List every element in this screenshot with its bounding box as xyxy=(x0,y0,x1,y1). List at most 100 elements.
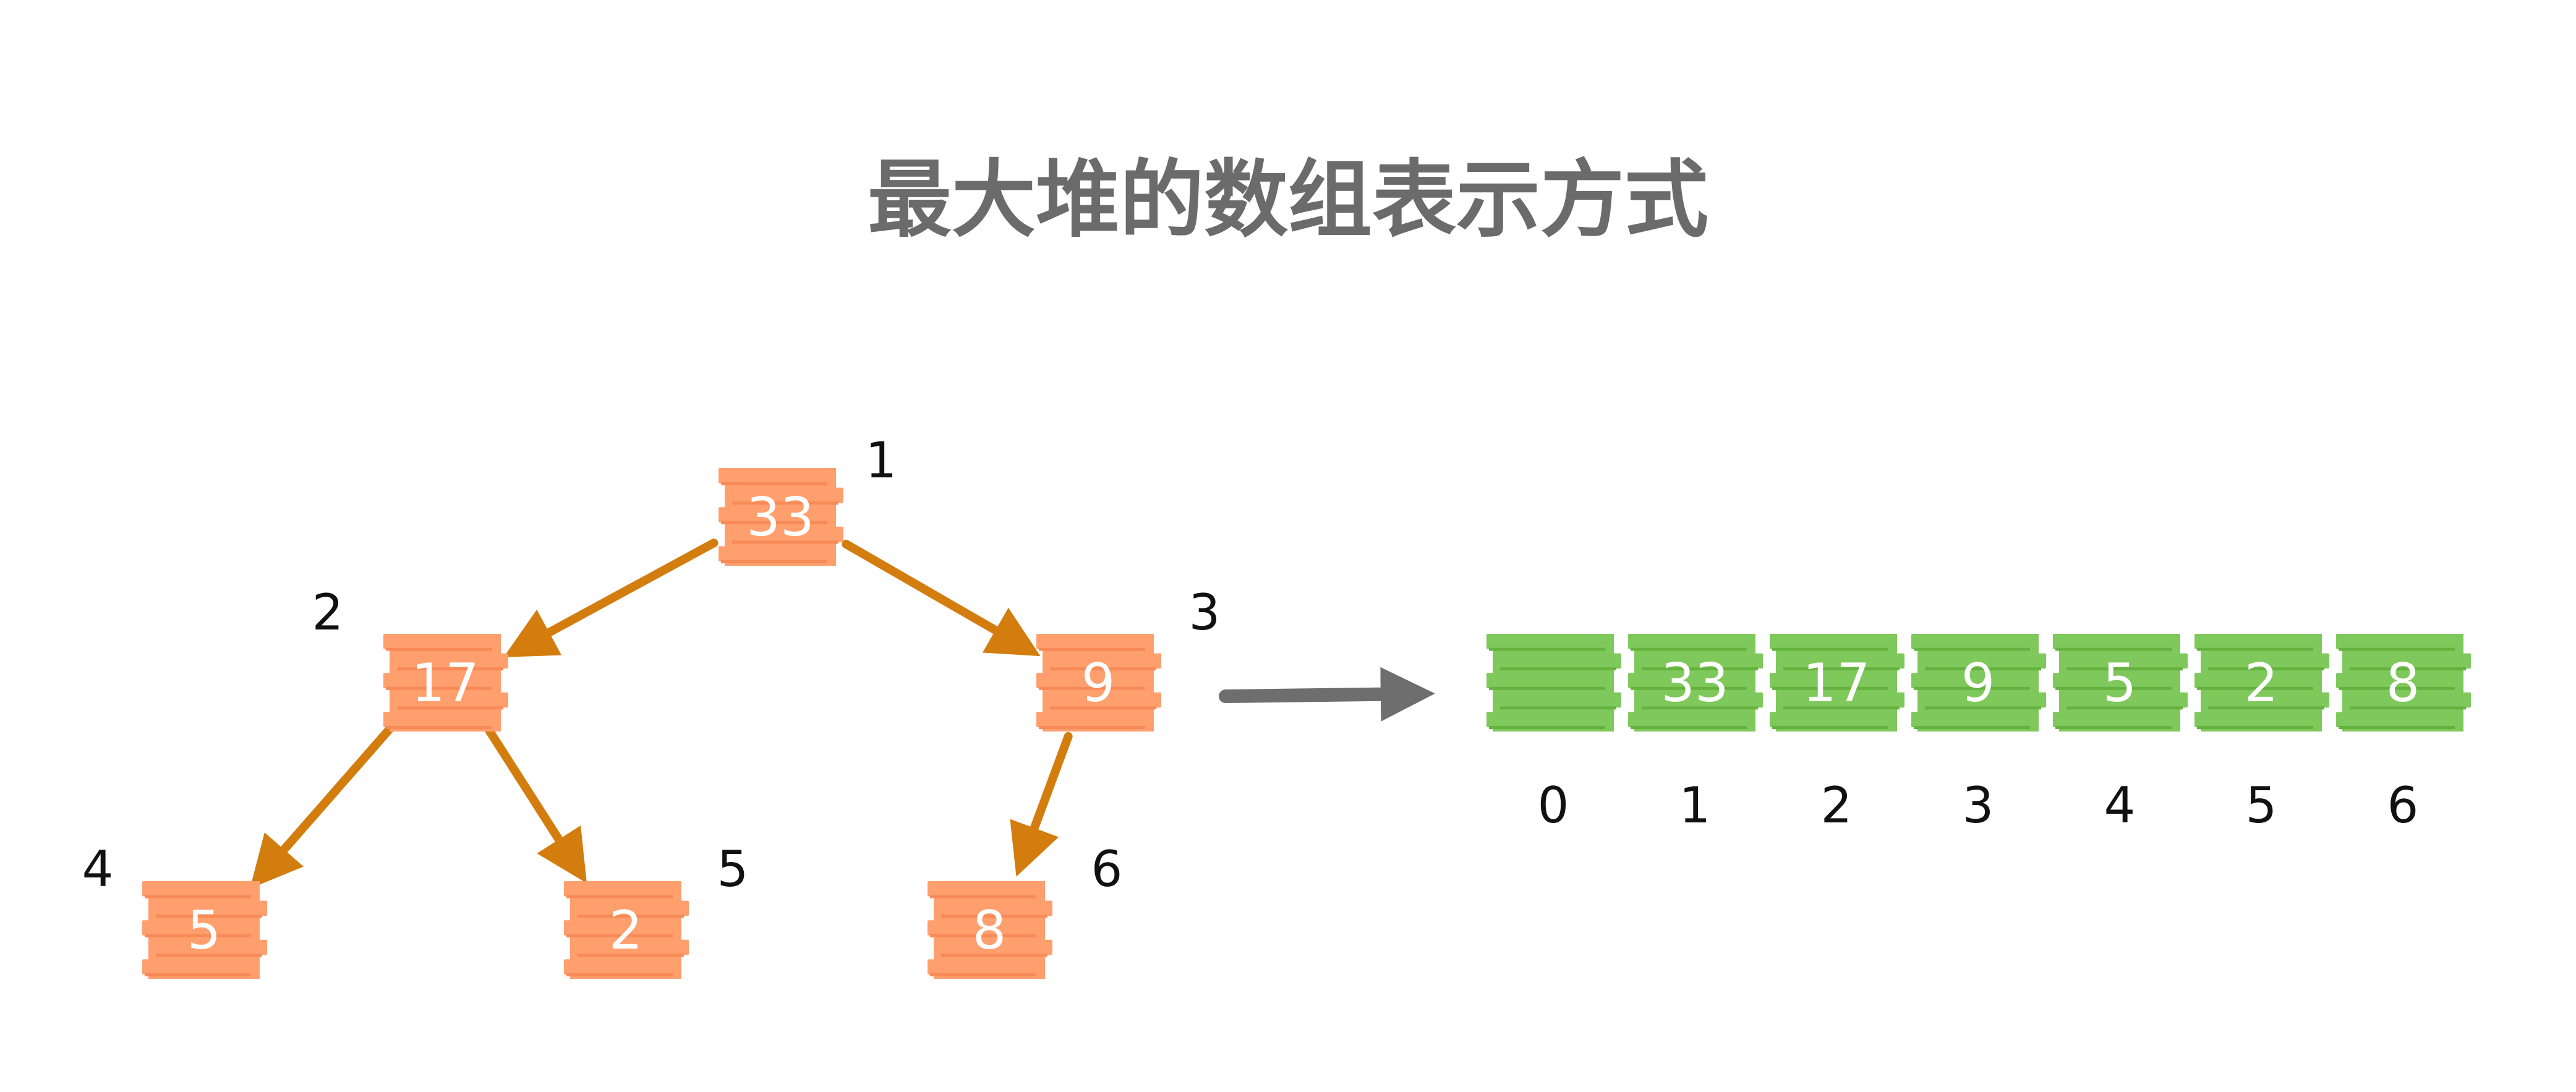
tree-node-5-stripe xyxy=(564,881,678,897)
array-cell-4-stripe xyxy=(2064,653,2188,669)
tree-node-4-index: 4 xyxy=(82,840,114,898)
array-cell-5-stripe-line xyxy=(2197,647,2313,651)
tree-node-6-stripe-line xyxy=(941,915,1047,918)
array-cell-1-stripe xyxy=(1628,673,1752,688)
tree-node-3-stripe xyxy=(1047,653,1161,669)
array-cell-5-stripe xyxy=(2194,712,2318,727)
tree-node-2-stripe-line xyxy=(397,667,503,671)
array-cell-3-stripe-line xyxy=(1925,706,2041,710)
array-index-1: 1 xyxy=(1679,777,1711,834)
tree-node-6-stripe xyxy=(939,900,1052,916)
array-cell-5-stripe xyxy=(2194,634,2318,649)
tree-node-4-stripe xyxy=(142,881,256,897)
array-cell-5-stripe-line xyxy=(2197,726,2313,729)
tree-node-3-value: 9 xyxy=(1081,652,1115,714)
array-cell-2-stripe-line xyxy=(1772,726,1888,729)
tree-node-2-stripe xyxy=(395,692,508,708)
array-cell-0-stripe xyxy=(1498,653,1621,669)
array-cell-6: 8 xyxy=(2336,634,2471,732)
array-index-3: 3 xyxy=(1963,777,1994,834)
tree-edge-3-6 xyxy=(1010,732,1073,877)
tree-node-5: 2 xyxy=(564,881,689,979)
tree-node-4-stripe-line xyxy=(156,953,262,957)
array-cell-5-stripe-line xyxy=(2197,686,2313,690)
array-cell-4-stripe xyxy=(2064,692,2188,708)
array-cell-2-stripe xyxy=(1781,653,1904,669)
array-cell-1-stripe-line xyxy=(1631,686,1747,690)
tree-edge-2-5 xyxy=(484,725,587,884)
tree-node-3-stripe xyxy=(1047,692,1161,708)
page-title: 最大堆的数组表示方式 xyxy=(868,151,1708,249)
array-cell-3-stripe xyxy=(1922,653,2046,669)
array-cell-3: 9 xyxy=(1911,634,2046,732)
array-cell-4-stripe-line xyxy=(2055,647,2172,651)
array-cell-6-stripe xyxy=(2347,692,2471,708)
array-cell-5-stripe-line xyxy=(2208,667,2324,671)
array-cell-3-stripe xyxy=(1911,712,2035,727)
tree-node-4-stripe xyxy=(153,939,267,955)
tree-node-2-stripe-line xyxy=(386,686,492,690)
array-cell-5-stripe xyxy=(2206,653,2329,669)
tree-node-4: 5 xyxy=(142,881,267,979)
tree-edges xyxy=(250,539,1073,889)
tree-node-4-stripe xyxy=(153,900,267,916)
array-cell-3-value: 9 xyxy=(1961,652,1995,714)
array-cell-0-stripe-line xyxy=(1489,726,1605,729)
array-cell-4-stripe-line xyxy=(2055,726,2172,729)
array-cell-5-stripe xyxy=(2206,692,2329,708)
array-cell-2-stripe-line xyxy=(1772,647,1888,651)
array-cell-2-stripe xyxy=(1770,712,1893,727)
array-cell-4-stripe-line xyxy=(2066,706,2183,710)
array-cell-0-stripe-line xyxy=(1489,686,1605,690)
tree-node-6-stripe xyxy=(928,881,1041,897)
tree-node-5-value: 2 xyxy=(609,900,643,962)
array-cell-1-stripe-line xyxy=(1642,706,1758,710)
tree-node-4-stripe-line xyxy=(145,934,251,937)
tree-node-5-stripe-line xyxy=(578,915,684,918)
tree-node-5-index: 5 xyxy=(717,840,749,898)
array-index-5: 5 xyxy=(2246,777,2277,834)
tree-node-5-stripe-line xyxy=(578,953,684,957)
array-cell-5-stripe-line xyxy=(2208,706,2324,710)
array-cell-1: 33 xyxy=(1628,634,1763,732)
tree-node-5-stripe-line xyxy=(566,934,673,937)
array-cell-2-stripe xyxy=(1781,692,1904,708)
array-cell-4-stripe-line xyxy=(2055,686,2172,690)
array-cell-6-stripe-line xyxy=(2339,647,2455,651)
array-cell-1-stripe-line xyxy=(1631,726,1747,729)
array-index-4: 4 xyxy=(2104,777,2136,834)
array-cell-4-stripe xyxy=(2053,634,2177,649)
tree-node-3-index: 3 xyxy=(1189,584,1221,641)
array-cell-0-stripe xyxy=(1498,692,1621,708)
tree-node-1-stripe-line xyxy=(721,482,827,485)
tree-node-4-stripe xyxy=(142,920,256,936)
array-cell-0-stripe xyxy=(1486,673,1610,688)
array-cell-3-stripe xyxy=(1922,692,2046,708)
tree-node-1-stripe xyxy=(719,546,832,561)
tree-node-1-stripe-line xyxy=(721,560,827,563)
tree-node-6-stripe-line xyxy=(930,934,1036,937)
array-cell-4-stripe xyxy=(2053,673,2177,688)
tree-node-1-stripe-line xyxy=(732,501,838,505)
tree-node-6-value: 8 xyxy=(973,900,1007,962)
tree-node-5-stripe-line xyxy=(566,973,673,976)
tree-node-2-index: 2 xyxy=(312,584,344,641)
tree-node-3: 9 xyxy=(1036,634,1161,732)
array-cell-6-stripe-line xyxy=(2350,667,2466,671)
tree-node-3-stripe-line xyxy=(1039,686,1145,690)
tree-node-2-value: 17 xyxy=(411,652,479,714)
array-cell-6-stripe xyxy=(2336,673,2460,688)
tree-node-1-stripe xyxy=(719,507,832,523)
array-index-6: 6 xyxy=(2387,777,2419,834)
tree-node-5-stripe xyxy=(564,959,678,975)
transform-arrow xyxy=(1219,667,1435,722)
array-cell-5-value: 2 xyxy=(2245,652,2279,714)
array-cell-6-stripe-line xyxy=(2339,686,2455,690)
array-cell-1-stripe-line xyxy=(1642,667,1758,671)
tree-node-1: 33 xyxy=(719,468,843,566)
tree-node-6-stripe xyxy=(939,939,1052,955)
tree-node-6-stripe-line xyxy=(930,973,1036,976)
array-cell-0-stripe xyxy=(1486,712,1610,727)
